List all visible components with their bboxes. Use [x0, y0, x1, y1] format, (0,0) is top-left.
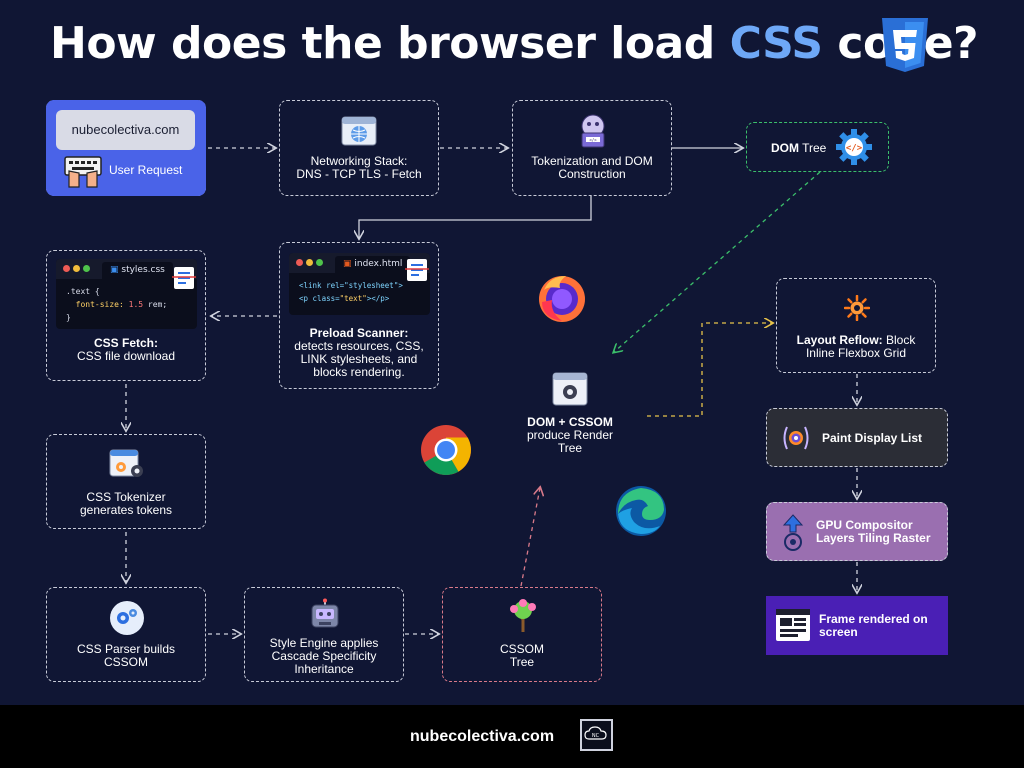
nc-logo-text: NC	[592, 733, 600, 739]
styles-tab-label: styles.css	[121, 265, 165, 275]
tokenization-line1: Tokenization and DOM	[531, 154, 653, 168]
frame-line1: Frame rendered on	[819, 612, 928, 626]
css-fetch-box: ▣ styles.css .text { font-size: 1.5 rem;…	[46, 250, 206, 381]
layout-box: Layout Reflow: Block Inline Flexbox Grid	[776, 278, 936, 373]
title-highlight: CSS	[729, 18, 824, 69]
cssom-line1: CSSOM	[499, 642, 544, 656]
paint-gear-icon	[783, 426, 809, 450]
code-line-1: .text {	[66, 287, 100, 296]
render-tree-line2: produce Render	[526, 428, 614, 442]
arrow-dom-to-render	[614, 171, 821, 352]
code-line-2: font-size: 1.5 rem;	[66, 300, 168, 309]
preload-line3: LINK stylesheets, and	[300, 352, 418, 366]
styles-code-window: ▣ styles.css .text { font-size: 1.5 rem;…	[56, 259, 197, 329]
layout-line2: Inline Flexbox Grid	[805, 346, 907, 360]
code-line-a: <link rel="stylesheet">	[299, 281, 403, 290]
preload-box: ▣ index.html <link rel="stylesheet"> <p c…	[279, 242, 439, 389]
layout-rest: Block	[882, 333, 916, 347]
screen-icon	[776, 609, 810, 641]
nc-logo: NC	[580, 719, 613, 751]
edge-icon	[616, 486, 666, 536]
render-tree-node: DOM + CSSOM produce Render Tree	[515, 372, 625, 460]
dom-tree-bold: DOM	[771, 141, 799, 155]
dom-tree-box: DOM Tree </>	[746, 122, 889, 172]
page-title: How does the browser load CSS code?	[50, 18, 979, 69]
parser-line2: CSSOM	[103, 655, 148, 669]
title-text: How does the browser load	[50, 18, 730, 69]
footer	[0, 705, 1024, 768]
frame-box: Frame rendered on screen	[766, 596, 948, 655]
code-line-3: }	[66, 313, 71, 322]
networking-box: Networking Stack: DNS - TCP TLS - Fetch	[279, 100, 439, 196]
networking-line2: DNS - TCP TLS - Fetch	[296, 167, 422, 181]
index-tab-label: index.html	[354, 259, 403, 269]
flow-connectors	[0, 0, 1024, 705]
render-tree-bold: DOM + CSSOM	[527, 415, 613, 429]
url-field: nubecolectiva.com	[56, 110, 195, 150]
paint-label: Paint Display List	[822, 431, 923, 445]
cssom-line2: Tree	[509, 655, 535, 669]
arrow-cssom-to-render	[520, 488, 540, 587]
style-engine-line2: Cascade Specificity	[271, 649, 377, 663]
user-request-box: nubecolectiva.com User Request	[46, 100, 206, 196]
tokenization-box: </> Tokenization and DOM Construction	[512, 100, 672, 196]
cloud-icon: NC	[584, 726, 607, 740]
parser-box: CSS Parser builds CSSOM	[46, 587, 206, 682]
svg-text:</>: </>	[846, 144, 863, 154]
gpu-arrow-icon	[782, 514, 804, 551]
cssom-tree-box: CSSOM Tree	[442, 587, 602, 682]
render-tree-line3: Tree	[557, 441, 583, 455]
footer-url[interactable]: nubecolectiva.com	[410, 728, 555, 745]
tokenizer-line2: generates tokens	[79, 503, 173, 517]
browser-window-icon	[341, 116, 377, 146]
frame-line2: screen	[819, 625, 858, 639]
css-fetch-bold: CSS Fetch:	[93, 336, 158, 350]
tokenizer-box: CSS Tokenizer generates tokens	[46, 434, 206, 529]
networking-line1: Networking Stack:	[310, 154, 408, 168]
style-engine-line1: Style Engine applies	[269, 636, 379, 650]
gear-circle-icon	[110, 601, 144, 635]
parser-line1: CSS Parser builds	[76, 642, 176, 656]
dom-tree-rest: Tree	[799, 141, 827, 155]
style-engine-line3: Inheritance	[294, 662, 354, 676]
keyboard-hands-icon	[64, 156, 102, 188]
firefox-icon	[539, 276, 585, 322]
gpu-line1: GPU Compositor	[816, 518, 913, 532]
sun-gear-icon	[844, 295, 870, 321]
preload-line4: blocks rendering.	[313, 365, 405, 379]
arrow-render-to-layout	[647, 323, 772, 417]
style-engine-box: Style Engine applies Cascade Specificity…	[244, 587, 404, 682]
preload-bold: Preload Scanner:	[309, 326, 409, 340]
user-request-label: User Request	[109, 163, 183, 177]
window-gears-icon	[109, 449, 143, 477]
document-icon	[405, 259, 429, 281]
layout-bold: Layout Reflow:	[796, 333, 883, 347]
styles-tab: ▣ styles.css	[102, 262, 173, 279]
gpu-line2: Layers Tiling Raster	[816, 531, 931, 545]
gpu-box: GPU Compositor Layers Tiling Raster	[766, 502, 948, 561]
robot-code-icon: </>	[581, 114, 605, 148]
css-fetch-line2: CSS file download	[76, 349, 176, 363]
tokenization-line2: Construction	[558, 167, 626, 181]
index-code-window: ▣ index.html <link rel="stylesheet"> <p c…	[289, 253, 430, 315]
svg-text:</>: </>	[589, 138, 597, 143]
code-line-b: <p class="text"></p>	[299, 294, 390, 303]
settings-window-icon	[552, 372, 588, 406]
paint-box: Paint Display List	[766, 408, 948, 467]
index-tab: ▣ index.html	[335, 256, 411, 273]
css3-shield-icon	[882, 18, 928, 72]
tree-icon	[510, 599, 536, 632]
robot-icon	[311, 598, 339, 628]
document-icon	[172, 267, 196, 289]
gear-code-icon: </>	[836, 129, 872, 165]
chrome-icon	[421, 425, 471, 475]
arrow-token-to-preload	[359, 196, 592, 238]
tokenizer-line1: CSS Tokenizer	[86, 490, 166, 504]
preload-line2: detects resources, CSS,	[294, 339, 424, 353]
